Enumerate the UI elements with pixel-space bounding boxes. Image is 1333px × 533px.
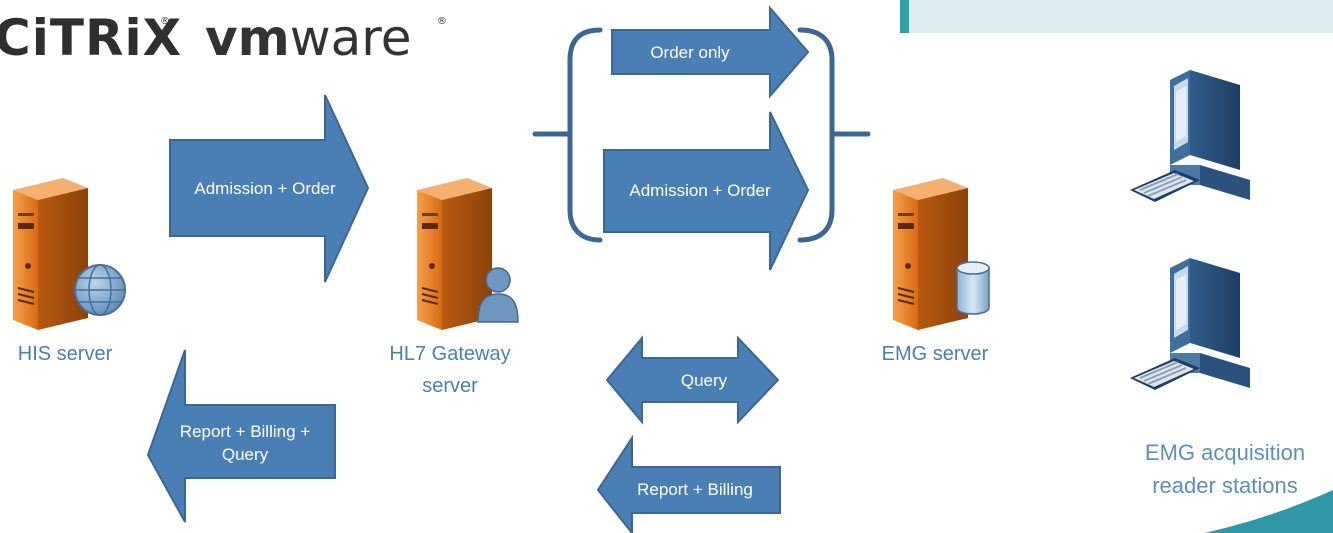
arrow-admission-order-to-gateway: Admission + Order: [169, 94, 370, 283]
routing-bracket: [532, 27, 871, 243]
header-panel: [900, 0, 1333, 33]
workstation-icon-1: [1130, 70, 1250, 202]
arrow-report-billing-to-gateway: Report + Billing: [596, 434, 781, 533]
citrix-logo: CiTRiX: [0, 9, 182, 67]
emg-server-icon: [893, 178, 968, 330]
svg-text:Query: Query: [222, 445, 269, 464]
stations-label-line1: EMG acquisition: [1145, 440, 1305, 465]
globe-icon: [74, 264, 126, 316]
emg-server-label: EMG server: [882, 343, 989, 365]
gateway-server-icon: [417, 178, 492, 330]
workstation-icon-2: [1130, 258, 1250, 390]
svg-text:Admission + Order: Admission + Order: [194, 179, 336, 198]
arrow-admission-order-to-emg: Admission + Order: [603, 111, 810, 271]
gateway-server-label-line2: server: [422, 375, 478, 397]
corner-accent-swoosh: [1205, 490, 1333, 533]
arrow-query-bidirectional: Query: [605, 335, 780, 425]
stations-label-line2: reader stations: [1152, 473, 1298, 498]
svg-text:CiTRiX: CiTRiX: [0, 9, 182, 67]
vmware-logo: vmware ® ®: [160, 9, 447, 67]
svg-text:vmware: vmware: [205, 9, 411, 67]
gateway-server-label-line1: HL7 Gateway: [389, 343, 510, 365]
svg-text:Admission + Order: Admission + Order: [629, 181, 771, 200]
database-icon: [956, 261, 990, 315]
arrow-order-only: Order only: [611, 5, 810, 99]
svg-text:Query: Query: [681, 371, 728, 390]
his-server-icon: [13, 178, 88, 330]
svg-text:®: ®: [160, 16, 170, 27]
arrow-report-billing-query-to-his: Report + Billing + Query: [146, 349, 336, 523]
user-icon: [477, 267, 519, 323]
svg-text:Report + Billing +: Report + Billing +: [180, 422, 310, 441]
svg-text:®: ®: [437, 16, 447, 27]
svg-text:Order only: Order only: [650, 43, 730, 62]
his-server-label: HIS server: [18, 343, 113, 365]
svg-text:Report + Billing: Report + Billing: [637, 480, 753, 499]
